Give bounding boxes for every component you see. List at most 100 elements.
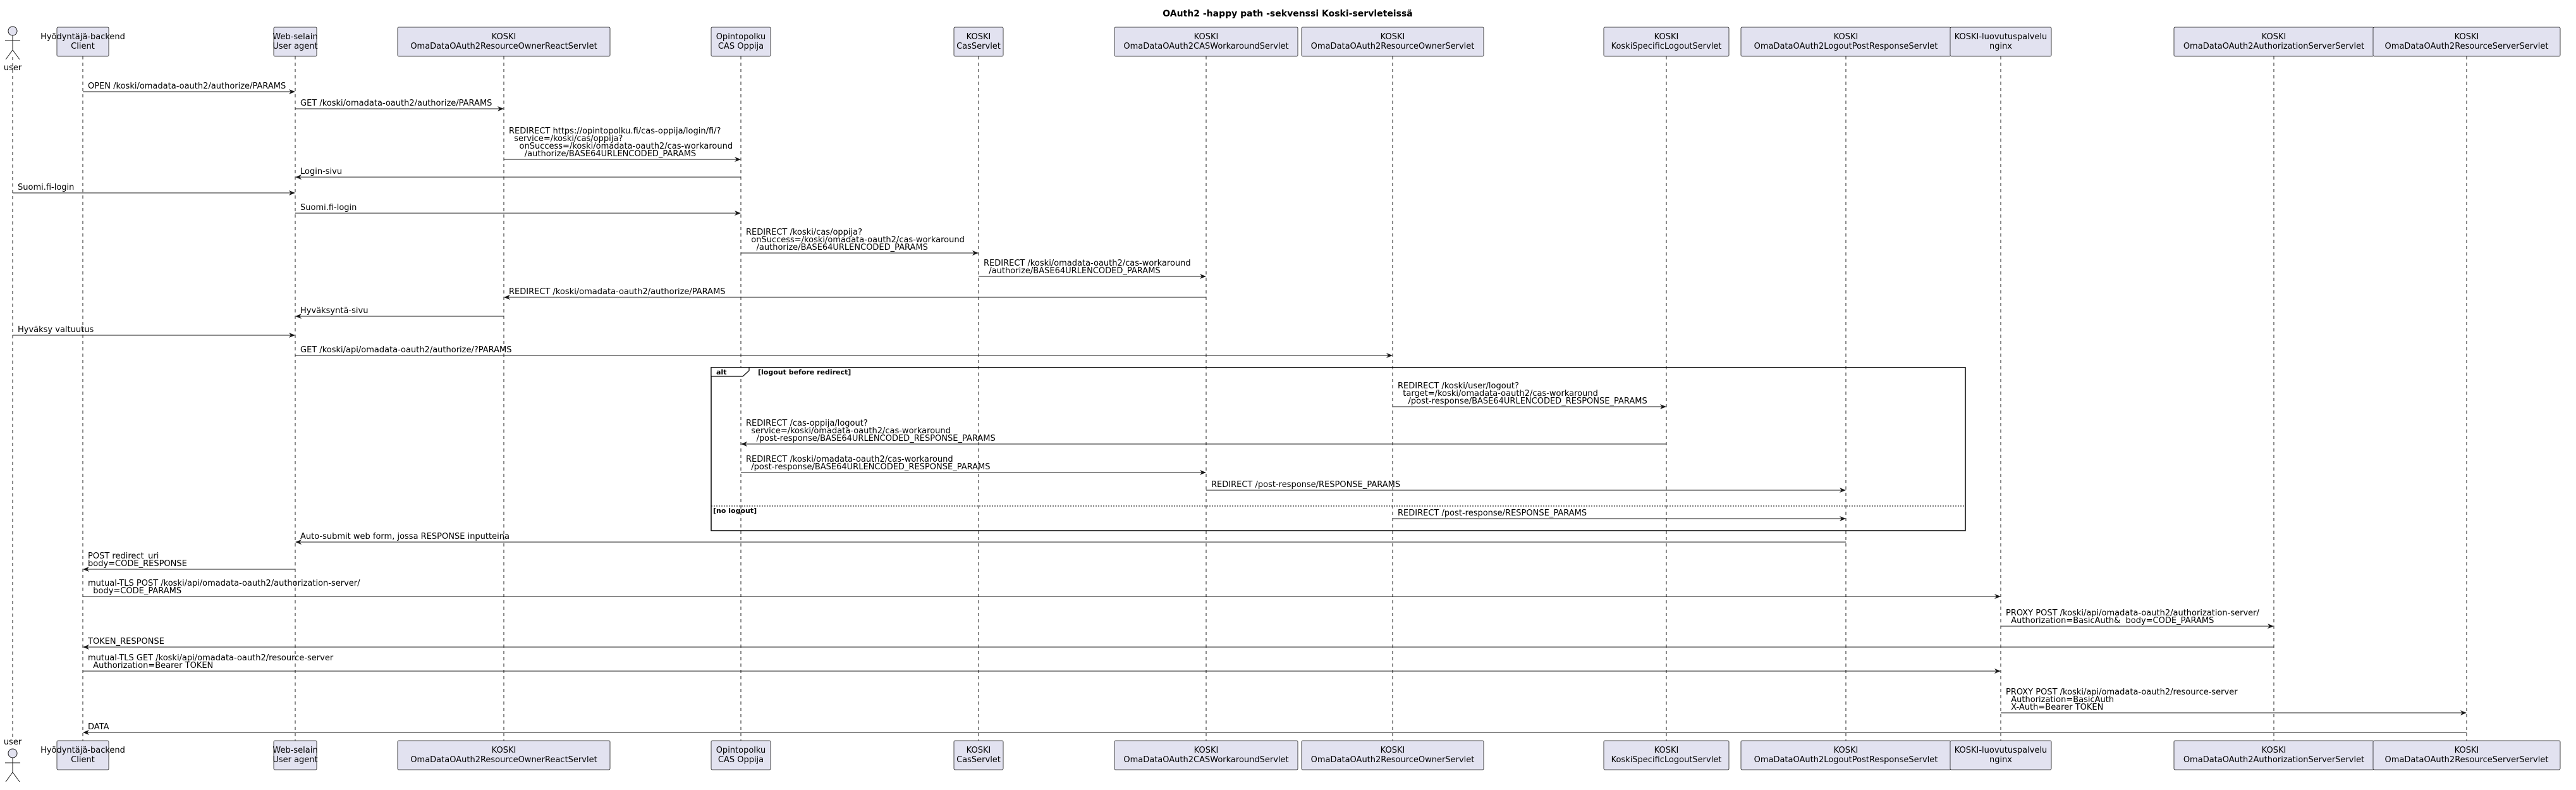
- message-workaround-to-postresp: REDIRECT /post-response/RESPONSE_PARAMS: [1206, 480, 1846, 493]
- participant-label: OmaDataOAuth2AuthorizationServerServlet: [2183, 42, 2364, 51]
- participant-label: User agent: [272, 755, 317, 765]
- message-label: Suomi.fi-login: [300, 203, 357, 213]
- participant-box: [2372, 27, 2561, 57]
- participant-label: OmaDataOAuth2ResourceOwnerServlet: [1311, 755, 1475, 765]
- participant-label: OmaDataOAuth2AuthorizationServerServlet: [2183, 755, 2364, 765]
- participant-authserver-bottom: KOSKIOmaDataOAuth2AuthorizationServerSer…: [2173, 740, 2374, 770]
- participant-label: Hyödyntäjä-backend: [40, 32, 125, 42]
- participant-label: user: [4, 63, 22, 73]
- message-client-to-nginx: mutual-TLS POST /koski/api/omadata-oauth…: [83, 579, 2001, 599]
- message-label: service=/koski/cas/oppija?: [509, 134, 623, 144]
- message-label: REDIRECT /koski/user/logout?: [1398, 381, 1519, 391]
- message-label: /authorize/BASE64URLENCODED_PARAMS: [746, 243, 928, 252]
- message-label: Hyväksyntä-sivu: [300, 306, 368, 316]
- participant-box: [1114, 740, 1298, 770]
- message-label: Authorization=BasicAuth& body=CODE_PARAM…: [2006, 616, 2214, 626]
- message-resserver-to-client: DATA: [83, 722, 2467, 735]
- participant-label: KOSKI: [1834, 746, 1859, 755]
- participant-label: KOSKI: [1834, 32, 1859, 42]
- participant-box: [273, 27, 317, 57]
- participant-label: KOSKI-luovutuspalvelu: [1955, 32, 2048, 42]
- message-label: REDIRECT /koski/omadata-oauth2/authorize…: [509, 287, 726, 297]
- participant-label: KOSKI: [492, 746, 516, 755]
- participant-label: OmaDataOAuth2ResourceServerServlet: [2385, 755, 2549, 765]
- message-nginx-to-authserver: PROXY POST /koski/api/omadata-oauth2/aut…: [2001, 608, 2274, 629]
- diagram-title: OAuth2 -happy path -sekvenssi Koski-serv…: [1163, 9, 1412, 19]
- participant-label: CAS Oppija: [718, 42, 764, 51]
- participant-label: OmaDataOAuth2CASWorkaroundServlet: [1123, 42, 1288, 51]
- participant-label: Web-selain: [272, 746, 317, 755]
- message-label: /post-response/BASE64URLENCODED_RESPONSE…: [746, 434, 996, 443]
- participant-label: Client: [71, 755, 95, 765]
- message-label: Hyväksy valtuutus: [18, 325, 94, 335]
- participant-box: [397, 740, 611, 770]
- participant-postresp-top: KOSKIOmaDataOAuth2LogoutPostResponseServ…: [1740, 27, 1951, 57]
- message-logout-to-cas: REDIRECT /cas-oppija/logout? service=/ko…: [741, 419, 1666, 447]
- lifelines: [12, 56, 2467, 741]
- participant-box: [1950, 27, 2052, 57]
- participant-authserver-top: KOSKIOmaDataOAuth2AuthorizationServerSer…: [2173, 27, 2374, 57]
- message-label: /authorize/BASE64URLENCODED_PARAMS: [509, 149, 696, 159]
- message-label: OPEN /koski/omadata-oauth2/authorize/PAR…: [88, 82, 286, 91]
- alt-keyword: alt: [716, 368, 726, 376]
- message-cas-to-workaround: REDIRECT /koski/omadata-oauth2/cas-worka…: [741, 455, 1206, 475]
- participant-label: Web-selain: [272, 32, 317, 42]
- message-client-to-nginx: mutual-TLS GET /koski/api/omadata-oauth2…: [83, 653, 2001, 674]
- message-browser-to-cas: Suomi.fi-login: [295, 203, 741, 216]
- participant-label: KOSKI: [1194, 32, 1219, 42]
- participant-label: Opintopolku: [716, 746, 766, 755]
- message-label: /authorize/BASE64URLENCODED_PARAMS: [984, 266, 1161, 276]
- message-browser-to-owner: GET /koski/api/omadata-oauth2/authorize/…: [295, 345, 1393, 358]
- participant-label: KOSKI: [1654, 32, 1679, 42]
- participant-label: OmaDataOAuth2LogoutPostResponseServlet: [1754, 755, 1938, 765]
- message-cas-to-casservlet: REDIRECT /koski/cas/oppija? onSuccess=/k…: [741, 228, 979, 256]
- message-label: onSuccess=/koski/omadata-oauth2/cas-work…: [746, 235, 965, 245]
- message-react-to-browser: Hyväksyntä-sivu: [295, 306, 504, 319]
- message-label: /post-response/BASE64URLENCODED_RESPONSE…: [1398, 397, 1647, 406]
- message-owner-to-postresp: REDIRECT /post-response/RESPONSE_PARAMS: [1393, 509, 1846, 521]
- message-user-to-browser: Hyväksy valtuutus: [13, 325, 295, 338]
- participant-user-bottom: user: [4, 738, 22, 782]
- participant-label: KOSKI: [492, 32, 516, 42]
- actor-head: [8, 26, 18, 36]
- message-label: POST redirect_uri: [88, 552, 159, 561]
- participant-box: [56, 27, 109, 57]
- message-postresp-to-browser: Auto-submit web form, jossa RESPONSE inp…: [295, 532, 1846, 545]
- participant-box: [711, 27, 771, 57]
- message-label: REDIRECT /post-response/RESPONSE_PARAMS: [1211, 480, 1400, 490]
- participant-box: [1603, 27, 1730, 57]
- participant-label: KoskiSpecificLogoutServlet: [1611, 755, 1722, 765]
- participant-label: KOSKI: [2455, 746, 2479, 755]
- participant-label: OmaDataOAuth2ResourceServerServlet: [2385, 42, 2549, 51]
- participant-label: OmaDataOAuth2CASWorkaroundServlet: [1123, 755, 1288, 765]
- message-label: Auto-submit web form, jossa RESPONSE inp…: [300, 532, 510, 541]
- message-label: onSuccess=/koski/omadata-oauth2/cas-work…: [509, 142, 733, 151]
- actor-body: [5, 35, 20, 60]
- message-label: /post-response/BASE64URLENCODED_RESPONSE…: [746, 462, 990, 472]
- participant-user-top: user: [4, 26, 22, 73]
- message-owner-to-logout: REDIRECT /koski/user/logout? target=/kos…: [1393, 381, 1666, 409]
- participant-box: [1950, 740, 2052, 770]
- message-casservlet-to-workaround: REDIRECT /koski/omadata-oauth2/cas-worka…: [979, 259, 1206, 279]
- message-user-to-browser: Suomi.fi-login: [13, 183, 295, 195]
- participant-label: KoskiSpecificLogoutServlet: [1611, 42, 1722, 51]
- participant-label: KOSKI: [1381, 32, 1405, 42]
- participant-box: [953, 27, 1004, 57]
- message-label: GET /koski/api/omadata-oauth2/authorize/…: [300, 345, 512, 355]
- message-authserver-to-client: TOKEN_RESPONSE: [83, 637, 2274, 650]
- participant-box: [273, 740, 317, 770]
- participant-box: [1114, 27, 1298, 57]
- participant-label: CAS Oppija: [718, 755, 764, 765]
- participant-box: [1301, 740, 1484, 770]
